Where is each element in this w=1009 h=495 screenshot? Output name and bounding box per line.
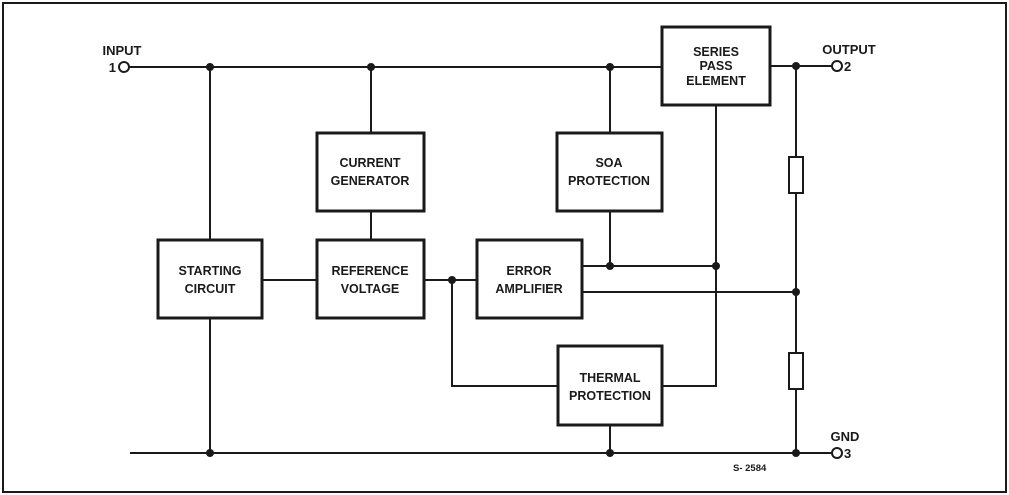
reference-voltage-line-1: REFERENCE bbox=[331, 264, 408, 278]
output-pin-number: 2 bbox=[844, 59, 851, 74]
junction-dot bbox=[206, 63, 214, 71]
starting-circuit-block: STARTING CIRCUIT bbox=[156, 238, 264, 320]
figure-code: S- 2584 bbox=[733, 463, 767, 474]
gnd-pin-label: GND bbox=[831, 429, 860, 444]
junction-dot bbox=[606, 449, 614, 457]
series-pass-element-block: SERIES PASS ELEMENT bbox=[660, 25, 772, 107]
current-generator-block: CURRENT GENERATOR bbox=[315, 131, 426, 213]
series-pass-line-1: SERIES bbox=[693, 45, 739, 59]
junction-dot bbox=[606, 262, 614, 270]
soa-protection-line-1: SOA bbox=[595, 156, 622, 170]
junction-dot bbox=[792, 449, 800, 457]
junction-dot bbox=[448, 276, 456, 284]
junction-dot bbox=[792, 288, 800, 296]
junction-dot bbox=[367, 63, 375, 71]
junction-dot bbox=[792, 62, 800, 70]
resistor-lower bbox=[788, 352, 804, 390]
starting-circuit-line-1: STARTING bbox=[179, 264, 242, 278]
thermal-protection-block: THERMAL PROTECTION bbox=[556, 344, 664, 427]
error-amplifier-line-2: AMPLIFIER bbox=[495, 282, 562, 296]
thermal-protection-line-2: PROTECTION bbox=[569, 389, 651, 403]
input-terminal bbox=[118, 61, 130, 73]
input-pin-number: 1 bbox=[109, 60, 116, 75]
soa-protection-line-2: PROTECTION bbox=[568, 174, 650, 188]
output-pin-label: OUTPUT bbox=[822, 42, 876, 57]
thermal-protection-line-1: THERMAL bbox=[579, 371, 640, 385]
wire-ref-thermal bbox=[451, 280, 558, 387]
input-pin-label: INPUT bbox=[103, 43, 142, 58]
junction-dot bbox=[712, 262, 720, 270]
soa-protection-block: SOA PROTECTION bbox=[555, 131, 664, 213]
output-terminal bbox=[831, 60, 843, 72]
junction-dot bbox=[606, 63, 614, 71]
gnd-terminal bbox=[831, 447, 843, 459]
error-amplifier-line-1: ERROR bbox=[506, 264, 551, 278]
current-generator-line-2: GENERATOR bbox=[331, 174, 410, 188]
wire-pass-thermal bbox=[662, 104, 717, 387]
resistor-upper bbox=[788, 156, 804, 194]
junctions bbox=[206, 62, 800, 457]
junction-dot bbox=[206, 449, 214, 457]
series-pass-line-3: ELEMENT bbox=[686, 74, 746, 88]
error-amplifier-block: ERROR AMPLIFIER bbox=[475, 238, 584, 320]
reference-voltage-line-2: VOLTAGE bbox=[341, 282, 400, 296]
reference-voltage-block: REFERENCE VOLTAGE bbox=[315, 238, 426, 320]
current-generator-line-1: CURRENT bbox=[339, 156, 400, 170]
series-pass-line-2: PASS bbox=[699, 59, 732, 73]
gnd-pin-number: 3 bbox=[844, 446, 851, 461]
starting-circuit-line-2: CIRCUIT bbox=[185, 282, 236, 296]
